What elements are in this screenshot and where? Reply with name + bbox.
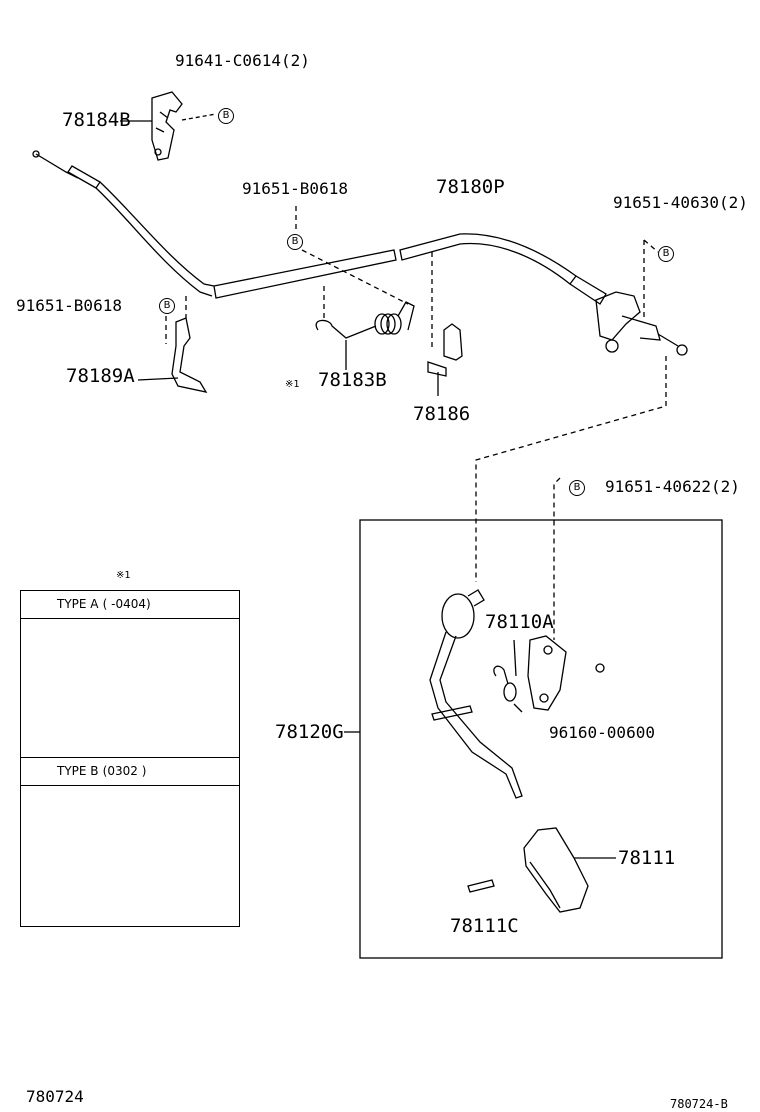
bracket-78189a-drawing — [137, 317, 208, 393]
marker-b-icon: B — [218, 108, 234, 124]
label-78189a: 78189A — [66, 365, 135, 387]
label-78180p: 78180P — [436, 176, 505, 198]
assembly-box — [359, 519, 723, 959]
label-91651-b0618-left: 91651-B0618 — [16, 296, 122, 315]
marker-b-icon: B — [159, 298, 175, 314]
spring-type-box: TYPE A ( -0404) TYPE B (0302 ) — [20, 590, 240, 927]
pedal-lever-drawing — [429, 589, 523, 799]
marker-b-icon: B — [287, 234, 303, 250]
marker-b-icon: B — [658, 246, 674, 262]
pin-78186-drawing — [427, 323, 463, 396]
label-96160-00600: 96160-00600 — [549, 723, 655, 742]
label-78186: 78186 — [413, 403, 471, 425]
spring-78183b-drawing — [315, 301, 415, 370]
label-78111: 78111 — [618, 847, 676, 869]
label-78120g: 78120G — [275, 721, 344, 743]
type-note-mark: ※1 — [116, 570, 131, 581]
footer-left-code: 780724 — [26, 1087, 84, 1106]
label-91651-b0618-top: 91651-B0618 — [242, 179, 348, 198]
type-b-label: TYPE B — [57, 764, 99, 778]
label-91641-c0614: 91641-C0614(2) — [175, 51, 310, 70]
label-78111c: 78111C — [450, 915, 519, 937]
type-a-header: TYPE A ( -0404) — [21, 591, 239, 619]
leader-lines — [165, 206, 667, 640]
label-78110a: 78110A — [485, 611, 554, 633]
type-a-range: ( -0404) — [102, 597, 151, 611]
label-91651-40622: 91651-40622(2) — [605, 477, 740, 496]
label-78183b: 78183B — [318, 369, 387, 391]
type-b-header: TYPE B (0302 ) — [21, 757, 239, 786]
footer-right-code: 780724-B — [670, 1097, 728, 1111]
label-91651-40630: 91651-40630(2) — [613, 193, 748, 212]
note-mark: ※1 — [285, 379, 300, 390]
cable-78180p-drawing — [32, 150, 688, 356]
type-a-label: TYPE A — [57, 597, 99, 611]
pedal-pad-78111-drawing — [467, 827, 616, 913]
bracket-78110a-drawing — [493, 635, 605, 713]
label-78184b: 78184B — [62, 109, 131, 131]
bracket-78184b-drawing — [120, 91, 217, 161]
marker-b-icon: B — [569, 480, 585, 496]
type-b-range: (0302 ) — [102, 764, 147, 778]
